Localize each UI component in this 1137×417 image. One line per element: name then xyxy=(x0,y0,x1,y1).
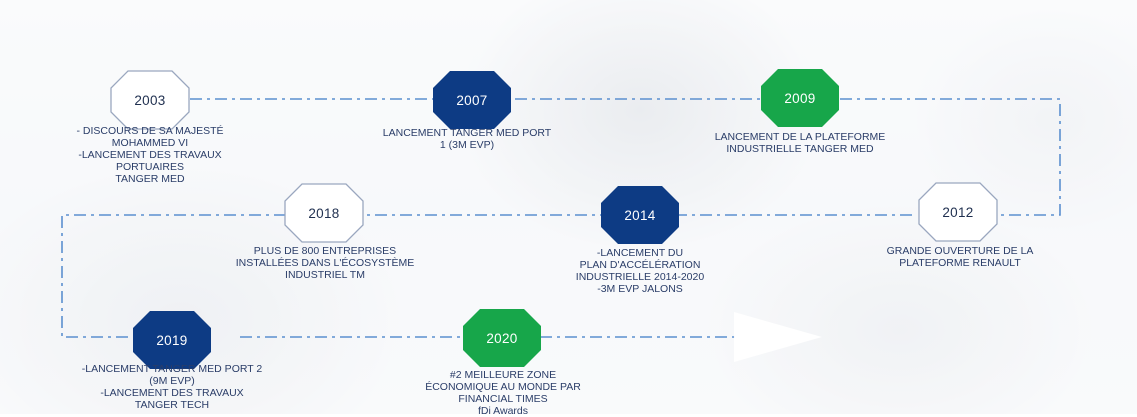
milestone-description: GRANDE OUVERTURE DE LA PLATEFORME RENAUL… xyxy=(886,245,1034,269)
milestone-year: 2009 xyxy=(784,90,816,106)
octagon-shape xyxy=(433,71,511,129)
octagon-shape xyxy=(133,311,211,369)
octagon-shape xyxy=(284,183,364,243)
connector-row1 xyxy=(190,98,1061,216)
milestone-year: 2014 xyxy=(624,207,656,223)
octagon-shape xyxy=(110,70,190,130)
milestone-description: - DISCOURS DE SA MAJESTÉ MOHAMMED VI -LA… xyxy=(76,125,224,185)
octagon-shape xyxy=(761,69,839,127)
milestone-2020: 2020 xyxy=(462,308,542,368)
milestone-year: 2007 xyxy=(456,92,488,108)
milestone-description: PLUS DE 800 ENTREPRISES INSTALLÉES DANS … xyxy=(235,245,415,281)
milestone-year: 2003 xyxy=(134,92,166,108)
milestone-2009: 2009 xyxy=(760,68,840,128)
octagon-shape xyxy=(601,186,679,244)
milestone-2007: 2007 xyxy=(432,70,512,130)
end-arrow xyxy=(734,312,822,362)
milestone-2014: 2014 xyxy=(600,185,680,245)
milestone-2019: 2019 xyxy=(132,310,212,370)
milestone-2003: 2003 xyxy=(110,70,190,130)
milestone-description: -LANCEMENT DU PLAN D'ACCÉLÉRATION INDUST… xyxy=(575,247,705,295)
milestone-year: 2019 xyxy=(156,332,188,348)
milestone-year: 2018 xyxy=(308,205,340,221)
milestone-year: 2020 xyxy=(486,330,518,346)
milestone-description: -LANCEMENT TANGER MED PORT 2 (9M EVP) -L… xyxy=(81,363,263,411)
milestone-description: #2 MEILLEURE ZONE ÉCONOMIQUE AU MONDE PA… xyxy=(425,369,581,417)
milestone-2018: 2018 xyxy=(284,183,364,243)
connector-row2b xyxy=(61,214,286,338)
milestone-year: 2012 xyxy=(942,204,974,220)
octagon-shape xyxy=(918,182,998,242)
octagon-shape xyxy=(463,309,541,367)
milestone-2012: 2012 xyxy=(918,182,998,242)
milestone-description: LANCEMENT TANGER MED PORT 1 (3M EVP) xyxy=(382,127,552,151)
milestone-description: LANCEMENT DE LA PLATEFORME INDUSTRIELLE … xyxy=(714,131,886,155)
